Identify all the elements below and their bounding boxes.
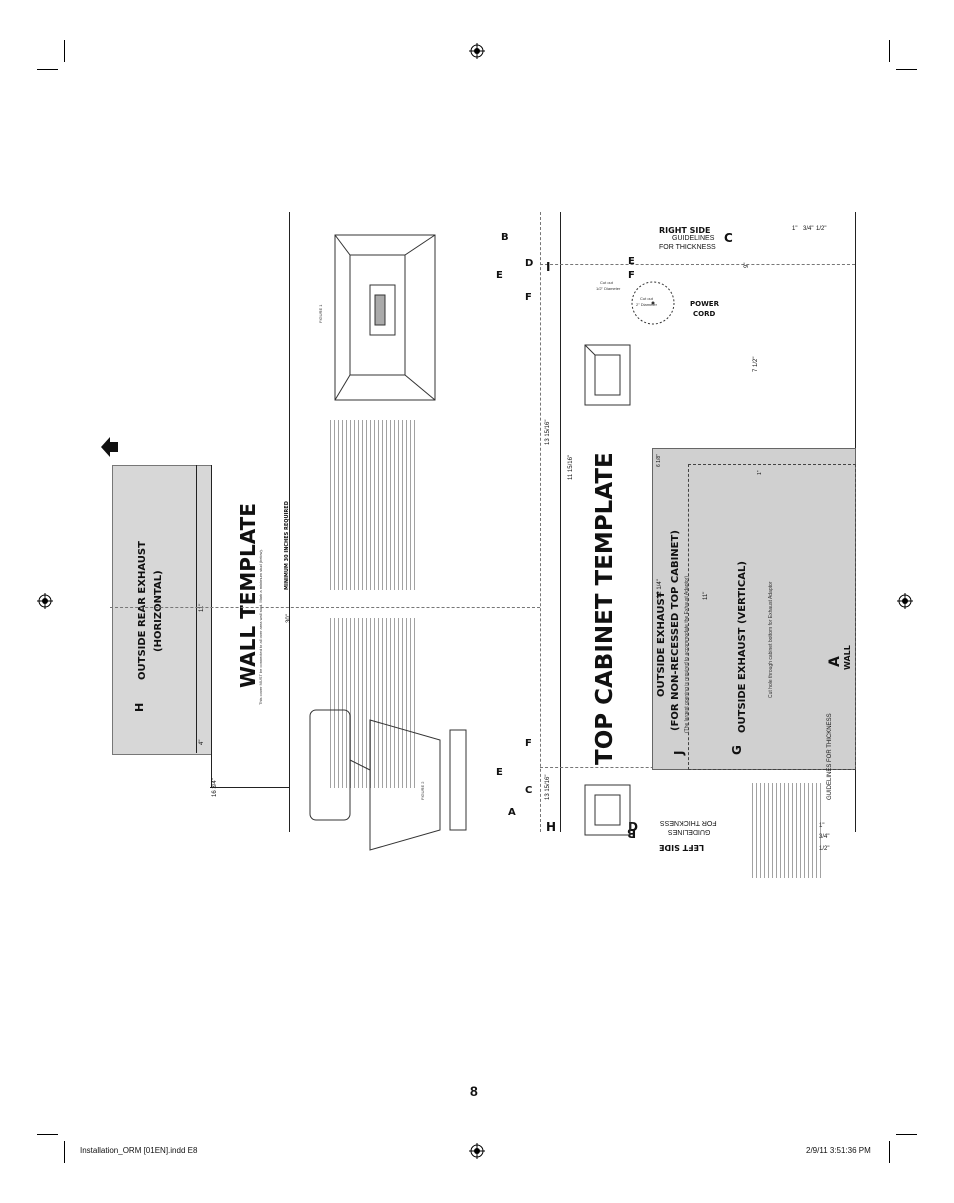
- page-number: 8: [470, 1083, 478, 1099]
- dim-4: 4": [199, 739, 205, 745]
- letter-c: C: [724, 231, 733, 245]
- dim-right-2: 3/4": [803, 226, 814, 232]
- guidelines-for-thickness: GUIDELINES FOR THICKNESS: [827, 713, 833, 800]
- left-guidelines-label: GUIDELINES: [668, 828, 711, 835]
- registration-mark-icon: [469, 1143, 485, 1159]
- wall-instructions-left: [330, 618, 418, 788]
- right-side-label: RIGHT SIDE: [659, 226, 711, 235]
- wall-letter-f: F: [525, 738, 532, 749]
- wall-label: WALL: [843, 645, 852, 670]
- outside-exhaust-subtitle: (FOR NON-RECESSED TOP CABINET): [670, 530, 681, 731]
- dim-line: [211, 465, 212, 787]
- cutout-2in-b: 2" Diameter: [636, 302, 657, 307]
- rear-exhaust-box: [112, 465, 212, 755]
- rear-exhaust-title: OUTSIDE REAR EXHAUST: [137, 541, 148, 680]
- figure-1-label: FIGURE 1: [318, 304, 323, 323]
- letter-a: A: [827, 656, 843, 667]
- wall-letter-a: A: [508, 807, 516, 818]
- dim-right-1: 1": [792, 226, 798, 232]
- wall-instructions-right: [330, 420, 418, 590]
- arrow-up-icon: [101, 437, 118, 457]
- letter-f-right: F: [628, 270, 635, 281]
- dim-11-top: 11 15/16": [568, 454, 574, 480]
- cutout-half-b: 1/2" Diameter: [596, 286, 621, 291]
- cutout-half-a: Cut out: [600, 280, 613, 285]
- dim-11: 11": [703, 591, 709, 600]
- figure-mounting-plate: [309, 709, 467, 851]
- right-for-thickness-label: FOR THICKNESS: [659, 244, 716, 251]
- crop-mark: [896, 69, 917, 70]
- minimum-note: MINIMUM 30 INCHES REQUIRED: [284, 501, 290, 590]
- footer-file: Installation_ORM [01EN].indd E8: [80, 1146, 198, 1155]
- dim-line: [196, 465, 197, 753]
- cabinet-figure-top: [584, 344, 631, 406]
- dim-left-2: 3/4": [819, 834, 830, 840]
- letter-e-right: E: [628, 256, 635, 267]
- wall-template-subtitle: This cover MUST be connected to all over…: [258, 549, 263, 705]
- center-line: [110, 607, 540, 608]
- crop-mark: [889, 1141, 890, 1163]
- crop-mark: [37, 1134, 58, 1135]
- wall-letter-b: B: [501, 232, 509, 243]
- figure-1-drawing: [334, 234, 436, 401]
- right-guidelines-label: GUIDELINES: [672, 235, 715, 242]
- letter-i: I: [546, 260, 551, 274]
- crop-mark: [64, 40, 65, 62]
- outside-exhaust-title: OUTSIDE EXHAUST: [656, 591, 667, 697]
- letter-j: J: [672, 750, 686, 755]
- dim-6: 6 1/8": [656, 454, 662, 467]
- dim-line: [210, 787, 290, 788]
- cabinet-front-line: [560, 212, 561, 832]
- dim-left-3: 1/2": [819, 846, 830, 852]
- letter-d: D: [628, 820, 638, 834]
- dim-12: 12 1/4": [657, 579, 663, 598]
- power-cord-cutout: [631, 281, 675, 325]
- wall-line: [289, 212, 290, 832]
- registration-mark-icon: [897, 593, 913, 609]
- vertical-exhaust-note: Cut hole through cabinet bottom for Exha…: [768, 581, 774, 698]
- top-cabinet-title: TOP CABINET TEMPLATE: [592, 452, 618, 765]
- left-for-thickness-label: FOR THICKNESS: [660, 819, 717, 826]
- footer-date: 2/9/11 3:51:36 PM: [806, 1146, 871, 1155]
- cabinet-boundary: [540, 212, 541, 832]
- cabinet-figure-bottom: [584, 784, 631, 836]
- wall-letter-c: C: [525, 785, 533, 796]
- wall-template-title: WALL TEMPLATE: [236, 503, 260, 688]
- registration-mark-icon: [469, 43, 485, 59]
- dim-30: 30": [286, 614, 292, 623]
- dim-13-bottom: 13 15/16": [545, 774, 551, 801]
- power-cord-label-2: CORD: [693, 310, 716, 318]
- vertical-exhaust-box: [688, 464, 856, 770]
- letter-h: H: [546, 820, 557, 834]
- wall-letter-e2: E: [496, 270, 503, 281]
- power-cord-label: POWER: [690, 300, 719, 308]
- rear-exhaust-subtitle: (HORIZONTAL): [153, 570, 164, 652]
- dim-1: 1": [757, 470, 763, 475]
- outside-exhaust-note: (The largest opening is required to acco…: [684, 575, 690, 733]
- wall-letter-h: H: [133, 702, 146, 712]
- registration-mark-icon: [37, 593, 53, 609]
- non-recessed-exhaust-box: [652, 448, 856, 770]
- figure-2-label: FIGURE 2: [420, 781, 425, 800]
- crop-mark: [37, 69, 58, 70]
- cabinet-instructions: [752, 783, 824, 878]
- cutout-2in-a: Cut out: [640, 296, 653, 301]
- wall-letter-d: D: [525, 258, 534, 269]
- wall-letter-e: E: [496, 767, 503, 778]
- dim-9: 9": [744, 262, 750, 268]
- crop-mark: [896, 1134, 917, 1135]
- dim-7: 7 1/2": [753, 356, 759, 372]
- left-side-label: LEFT SIDE: [659, 843, 705, 852]
- crop-mark: [889, 40, 890, 62]
- crop-mark: [64, 1141, 65, 1163]
- dim-right-3: 1/2": [816, 226, 827, 232]
- vertical-exhaust-title: OUTSIDE EXHAUST (VERTICAL): [737, 561, 748, 733]
- letter-g: G: [730, 745, 744, 755]
- cabinet-guideline: [540, 264, 855, 265]
- dim-13-top: 13 15/16": [545, 419, 551, 446]
- wall-letter-f2: F: [525, 292, 532, 303]
